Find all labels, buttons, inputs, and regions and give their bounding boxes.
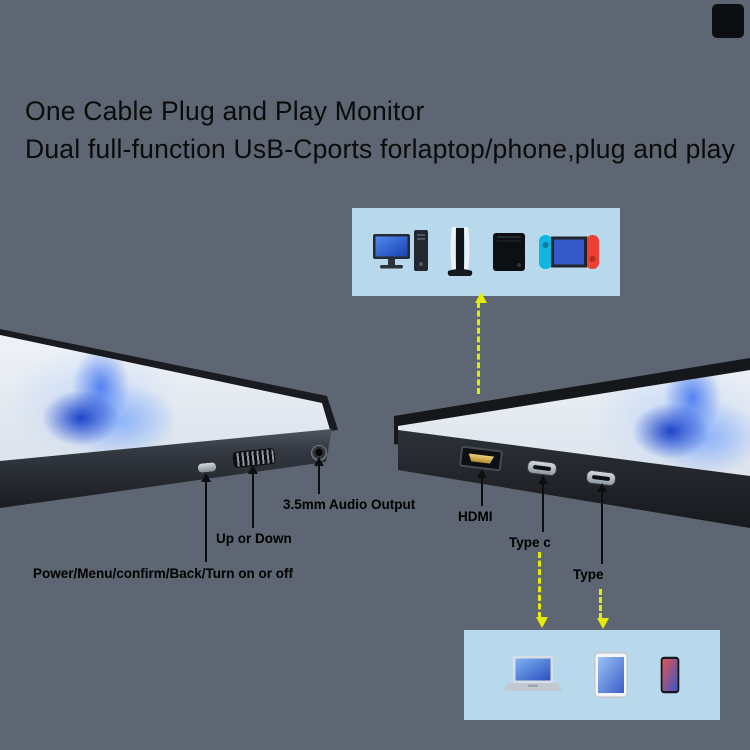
title-line-1: One Cable Plug and Play Monitor <box>25 96 425 126</box>
arrow-typec-to-bottom-box <box>536 552 548 628</box>
ps5-console-icon <box>448 227 473 276</box>
label-audio-output: 3.5mm Audio Output <box>283 497 416 512</box>
arrow-to-dial <box>248 465 258 528</box>
laptop-icon <box>504 656 562 691</box>
label-type-c: Type c <box>509 535 551 550</box>
compatible-devices-bottom-box <box>464 630 720 720</box>
arrow-to-audio-jack <box>314 457 324 494</box>
game-console-icon <box>492 233 525 271</box>
desktop-pc-icon <box>373 230 429 271</box>
type-c-slot-1 <box>532 464 552 472</box>
hdmi-connector-pin <box>468 453 495 464</box>
label-type: Type <box>573 567 604 582</box>
nintendo-switch-icon <box>538 235 599 269</box>
arrow-to-hdmi-port <box>477 469 487 506</box>
title-line-2: Dual full-function UsB-Cports forlaptop/… <box>25 134 736 164</box>
arrow-to-power-button <box>201 473 211 562</box>
page-title: One Cable Plug and Play Monitor Dual ful… <box>25 92 735 168</box>
label-power-button: Power/Menu/confirm/Back/Turn on or off <box>33 566 294 581</box>
arrow-to-type-c-port <box>538 475 548 532</box>
compatible-devices-top-box <box>352 208 620 296</box>
tablet-icon <box>594 652 628 698</box>
arrow-type-to-bottom-box <box>597 589 609 629</box>
type-c-slot-2 <box>591 474 611 482</box>
arrow-to-top-device-box <box>475 292 487 394</box>
arrow-to-type-port <box>597 483 607 564</box>
label-hdmi: HDMI <box>458 509 493 524</box>
label-up-or-down: Up or Down <box>216 531 292 546</box>
corner-logo <box>712 4 744 38</box>
smartphone-icon <box>660 656 680 694</box>
